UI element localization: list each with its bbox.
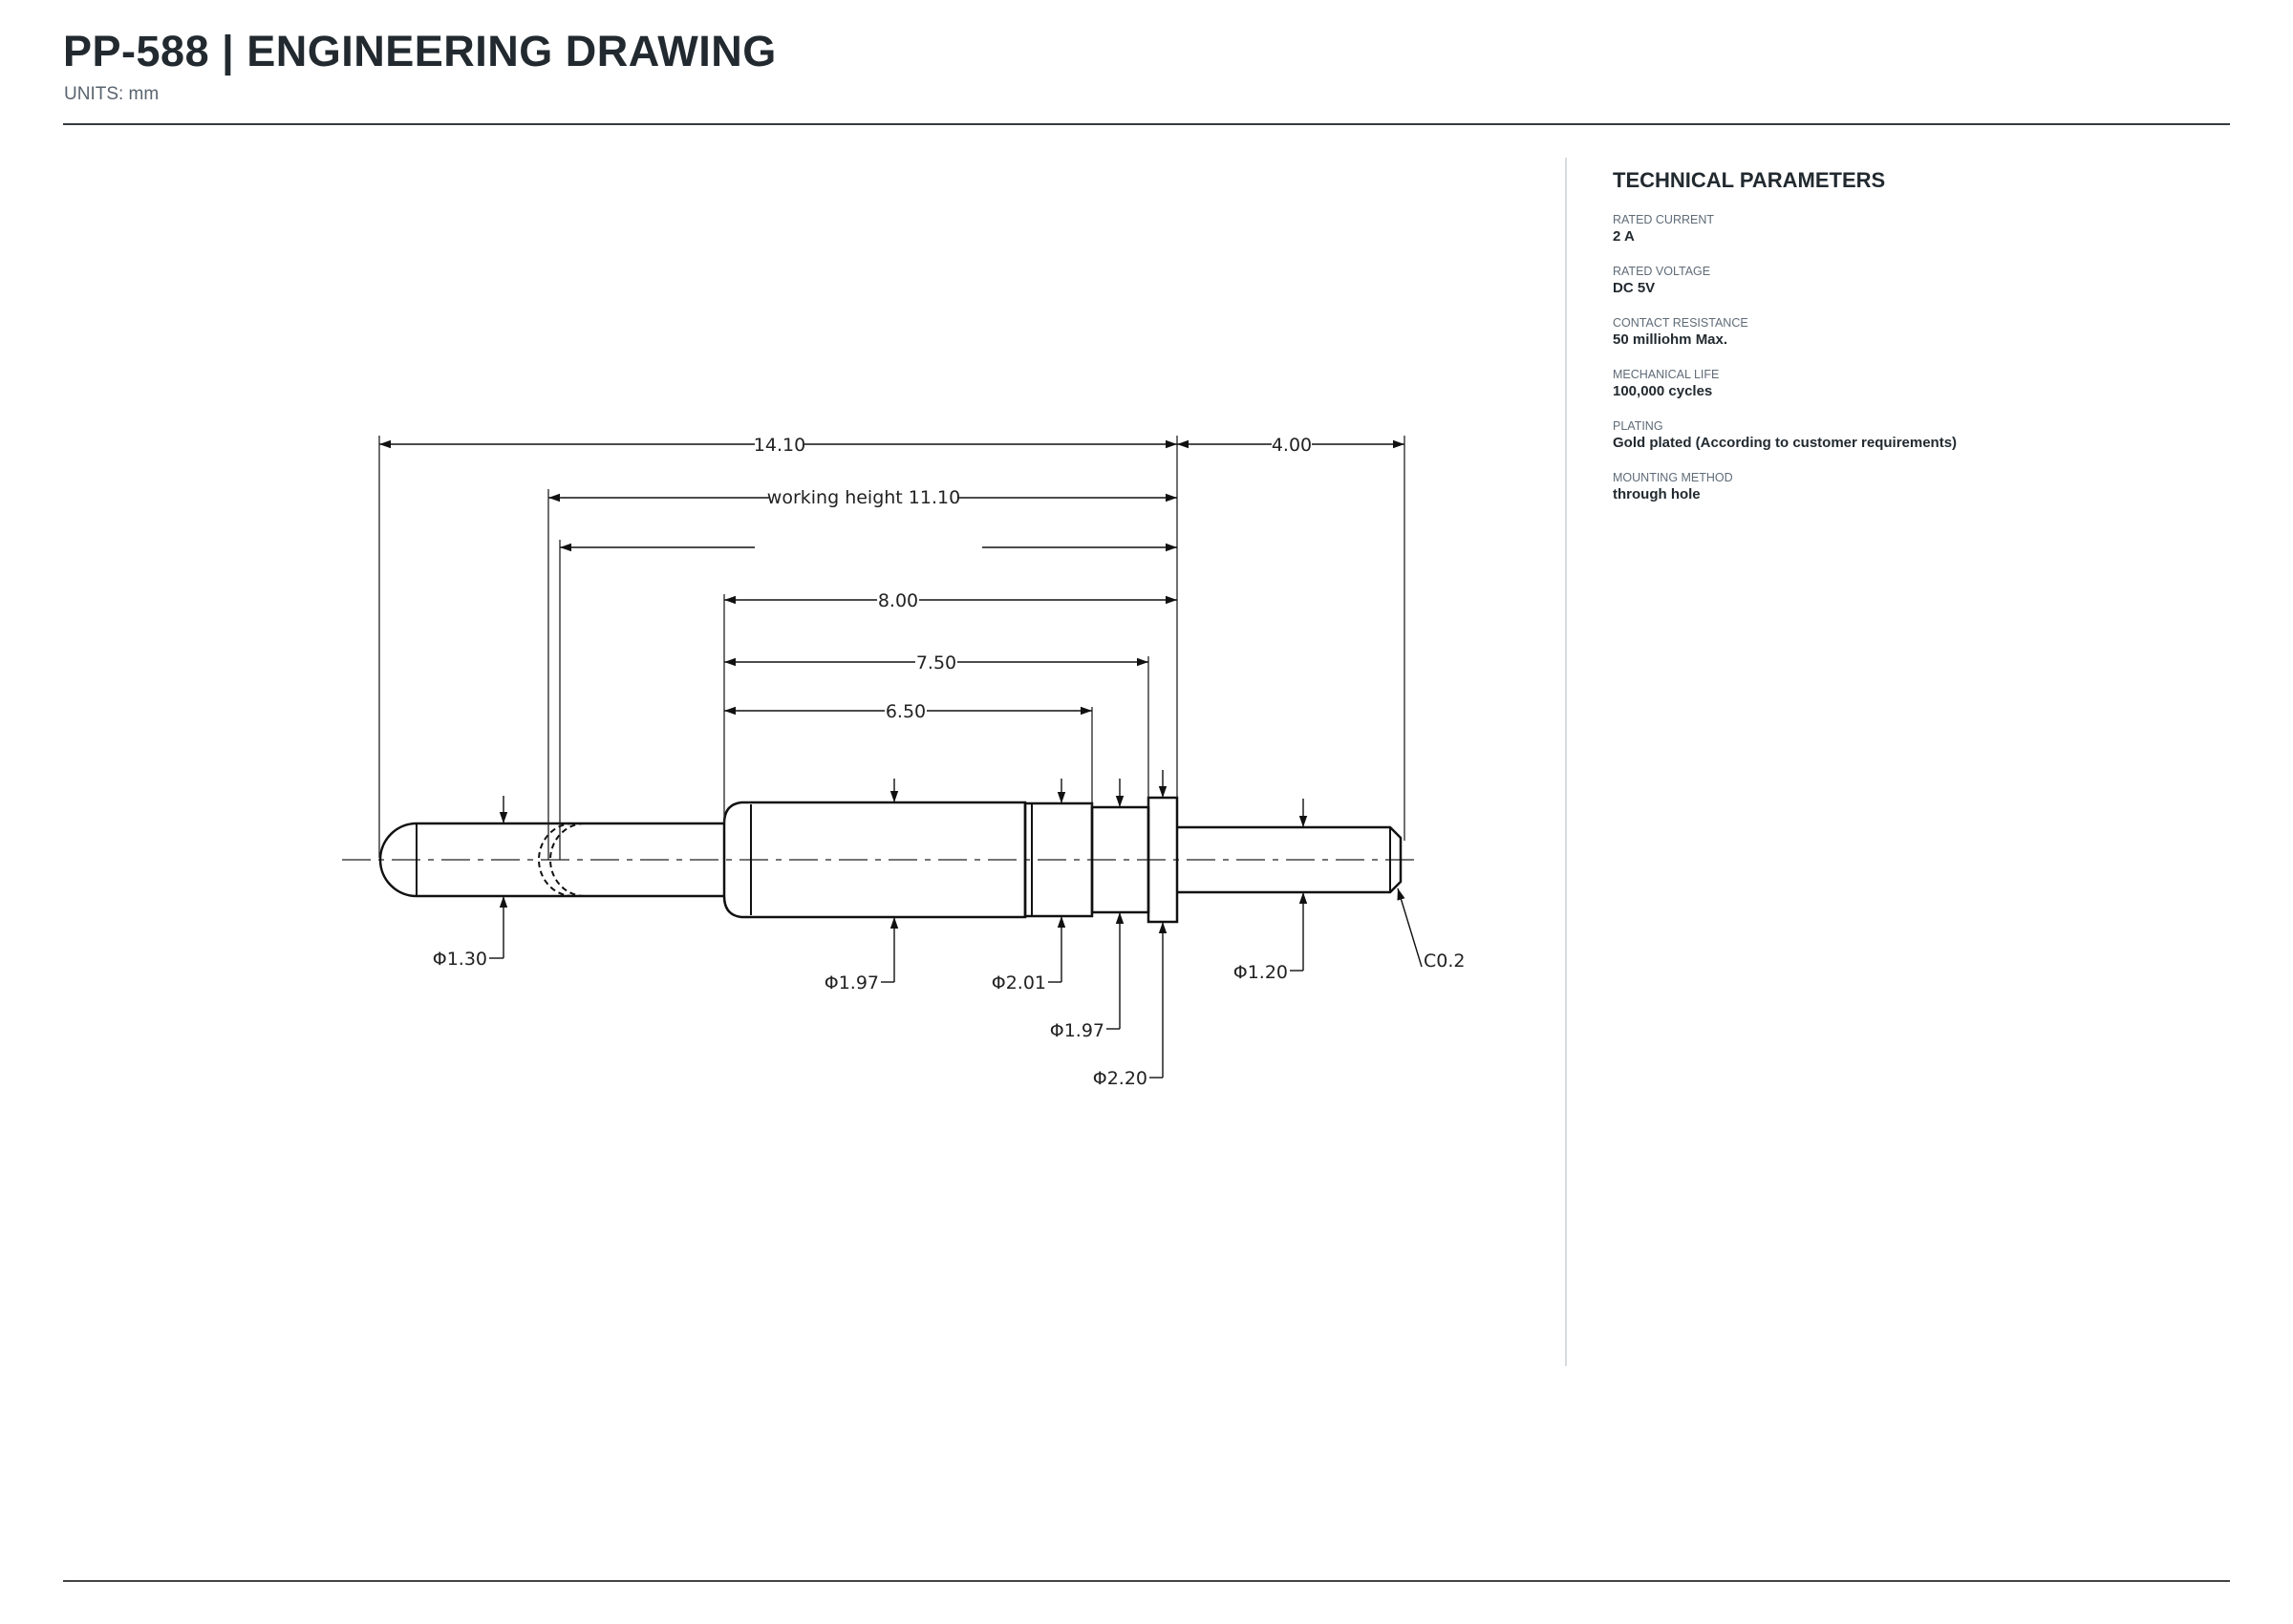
param-label: RATED VOLTAGE — [1613, 265, 1711, 278]
header-rule — [63, 123, 2230, 125]
param-rated-voltage: RATED VOLTAGE DC 5V — [1613, 264, 2224, 297]
params-heading: TECHNICAL PARAMETERS — [1613, 168, 1886, 192]
param-label: MECHANICAL LIFE — [1613, 368, 1720, 381]
page-title: PP-588 | ENGINEERING DRAWING — [63, 27, 777, 75]
dimension-texts: 14.10 4.00 working height 11.10 8.00 7.5… — [754, 435, 1312, 722]
param-mechanical-life: MECHANICAL LIFE 100,000 cycles — [1613, 367, 2224, 400]
dim-8: 8.00 — [878, 590, 918, 611]
dia-neck: Φ1.97 — [1050, 1020, 1104, 1041]
dia-plunger: Φ1.30 — [433, 949, 487, 970]
footer-rule — [63, 1580, 2230, 1582]
param-label: CONTACT RESISTANCE — [1613, 316, 1748, 330]
units-label: UNITS: mm — [64, 84, 160, 104]
param-value: 2 A — [1613, 228, 1635, 245]
param-label: MOUNTING METHOD — [1613, 471, 1733, 484]
dia-barrel: Φ1.97 — [825, 972, 879, 994]
param-mounting-method: MOUNTING METHOD through hole — [1613, 470, 2224, 503]
dim-tail-length: 4.00 — [1272, 435, 1312, 456]
plunger-outline — [378, 822, 724, 898]
diameter-texts: Φ1.30 Φ1.97 Φ2.01 Φ1.97 Φ2.20 Φ1.20 C0.2 — [433, 949, 1466, 1089]
dim-7-5: 7.50 — [916, 652, 956, 673]
tail-outline — [1177, 825, 1403, 894]
engineering-drawing: 14.10 4.00 working height 11.10 8.00 7.5… — [342, 435, 1466, 1089]
param-rated-current: RATED CURRENT 2 A — [1613, 212, 2224, 246]
hidden-plunger-arc — [538, 823, 586, 897]
diameter-leaders — [489, 770, 1423, 1079]
param-label: RATED CURRENT — [1613, 213, 1715, 226]
param-value: through hole — [1613, 486, 1701, 502]
param-plating: PLATING Gold plated (According to custom… — [1613, 418, 2224, 452]
dia-flange: Φ2.20 — [1093, 1068, 1147, 1089]
param-contact-resistance: CONTACT RESISTANCE 50 milliohm Max. — [1613, 315, 2224, 349]
param-value: DC 5V — [1613, 280, 1656, 296]
dimension-lines — [379, 439, 1404, 716]
technical-parameters-panel: TECHNICAL PARAMETERS RATED CURRENT 2 A R… — [1613, 164, 2224, 522]
param-value: 100,000 cycles — [1613, 383, 1713, 399]
dia-tail: Φ1.20 — [1233, 962, 1288, 983]
dim-working-height: working height 11.10 — [767, 487, 960, 508]
dim-6-5: 6.50 — [886, 701, 926, 722]
panel-divider — [1565, 158, 1567, 1366]
dim-overall-length: 14.10 — [754, 435, 805, 456]
dia-ring: Φ2.01 — [992, 972, 1046, 994]
param-value: Gold plated (According to customer requi… — [1613, 435, 1958, 451]
chamfer-label: C0.2 — [1424, 951, 1465, 972]
param-label: PLATING — [1613, 419, 1663, 433]
param-value: 50 milliohm Max. — [1613, 331, 1728, 348]
